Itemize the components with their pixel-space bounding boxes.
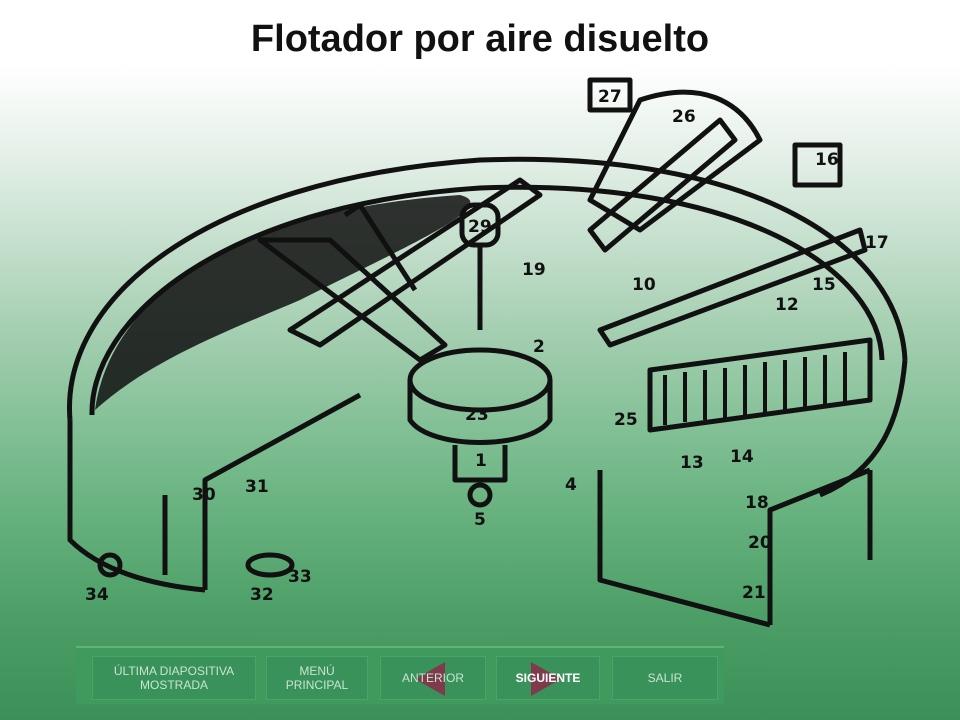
label-34: 34 — [85, 585, 109, 605]
last-slide-button[interactable]: ÚLTIMA DIAPOSITIVA MOSTRADA — [92, 656, 256, 700]
label-16: 16 — [815, 150, 839, 170]
label-33: 33 — [288, 567, 312, 587]
next-button[interactable]: SIGUIENTE — [496, 656, 600, 700]
label-1: 1 — [475, 451, 487, 471]
previous-button[interactable]: ANTERIOR — [380, 656, 486, 700]
arrow-left-icon — [415, 662, 445, 696]
exit-button[interactable]: SALIR — [612, 656, 718, 700]
slide-navigation-bar: ÚLTIMA DIAPOSITIVA MOSTRADA MENÚ PRINCIP… — [76, 646, 724, 704]
label-15: 15 — [812, 275, 836, 295]
label-27: 27 — [598, 87, 622, 107]
last-slide-label: ÚLTIMA DIAPOSITIVA MOSTRADA — [113, 664, 235, 692]
previous-label: ANTERIOR — [401, 671, 464, 685]
label-18: 18 — [745, 493, 769, 513]
label-19: 19 — [522, 260, 546, 280]
label-2: 2 — [533, 337, 545, 357]
slide-title: Flotador por aire disuelto — [250, 18, 710, 60]
label-5: 5 — [474, 510, 486, 530]
label-32: 32 — [250, 585, 274, 605]
label-20: 20 — [748, 533, 772, 553]
label-23: 23 — [465, 405, 489, 425]
label-10: 10 — [632, 275, 656, 295]
next-label: SIGUIENTE — [515, 671, 581, 685]
label-21: 21 — [742, 583, 766, 603]
label-25: 25 — [614, 410, 638, 430]
label-13: 13 — [680, 453, 704, 473]
label-29: 29 — [468, 217, 492, 237]
label-26: 26 — [672, 107, 696, 127]
exit-label: SALIR — [647, 671, 683, 685]
label-30: 30 — [192, 485, 216, 505]
label-17: 17 — [865, 233, 889, 253]
label-14: 14 — [730, 447, 754, 467]
main-menu-button[interactable]: MENÚ PRINCIPAL — [266, 656, 368, 700]
label-31: 31 — [245, 477, 269, 497]
label-4: 4 — [565, 475, 577, 495]
arrow-right-icon — [531, 662, 561, 696]
label-12: 12 — [775, 295, 799, 315]
main-menu-label: MENÚ PRINCIPAL — [285, 664, 349, 692]
